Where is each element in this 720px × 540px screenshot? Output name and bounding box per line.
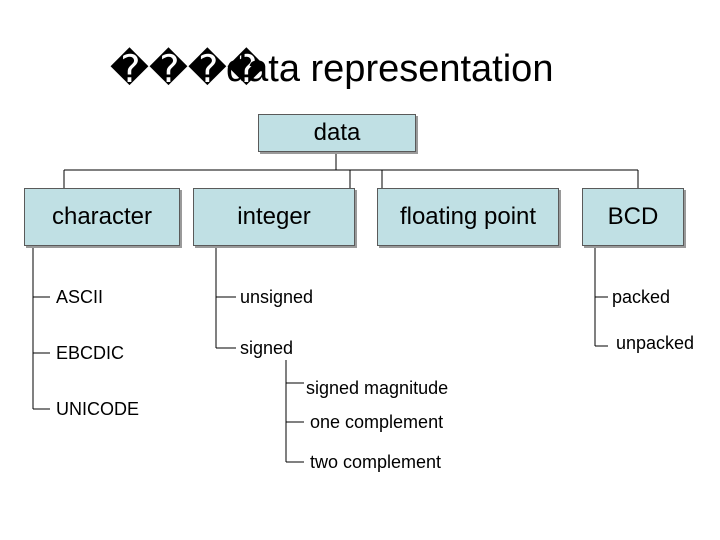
leaf-unpacked: unpacked xyxy=(616,333,695,353)
category-node-bcd: BCD xyxy=(582,188,684,246)
leaf-packed: packed xyxy=(612,287,671,307)
category-node-integer: integer xyxy=(193,188,355,246)
root-node-data: data xyxy=(258,114,416,152)
leaf-unicode: UNICODE xyxy=(56,399,140,419)
leaf-ascii: ASCII xyxy=(56,287,104,307)
leaf-one-complement: one complement xyxy=(310,412,444,432)
title-main-text: data representation xyxy=(226,48,554,90)
leaf-signed: signed xyxy=(240,338,294,358)
category-node-character: character xyxy=(24,188,180,246)
title-garbled-text: ���� xyxy=(110,47,266,91)
leaf-unsigned: unsigned xyxy=(240,287,314,307)
slide-title: ���� data representation xyxy=(110,44,630,94)
leaf-ebcdic: EBCDIC xyxy=(56,343,125,363)
leaf-two-complement: two complement xyxy=(310,452,442,472)
leaf-signed-magnitude: signed magnitude xyxy=(306,378,449,398)
category-node-floating-point: floating point xyxy=(377,188,559,246)
